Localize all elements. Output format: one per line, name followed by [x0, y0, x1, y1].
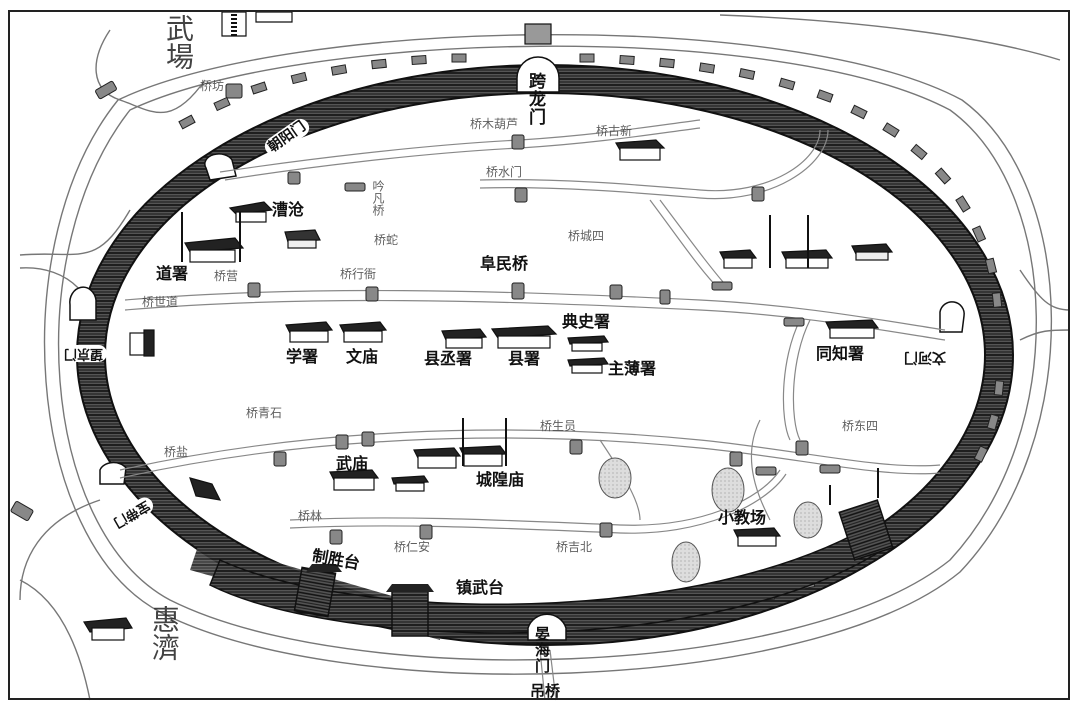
gate-label-east: 文河门	[900, 348, 950, 366]
note: 桥行衙	[340, 267, 377, 281]
label-xueshu: 学署	[286, 347, 319, 366]
label-wuchang: 武場	[162, 14, 195, 70]
label-xianchengshu: 县丞署	[424, 349, 473, 368]
note: 桥营	[214, 269, 239, 283]
label-zhenwutai: 镇武台	[456, 578, 505, 597]
note: 桥东四	[842, 419, 879, 433]
label-tongzhishu: 同知署	[816, 344, 865, 363]
gate-openings	[69, 56, 965, 641]
label-xianshu: 县署	[508, 349, 541, 368]
note: 桥仁安	[394, 540, 431, 554]
label-wumiao: 武庙	[336, 454, 369, 473]
note: 桥木葫芦	[470, 117, 519, 131]
note: 桥蛇	[374, 233, 399, 247]
gate-label-west: 望京门	[60, 345, 108, 362]
label-daoshu: 道署	[156, 264, 189, 283]
buildings	[82, 10, 894, 641]
note: 桥林	[298, 509, 323, 523]
label-diaoqiao: 吊桥	[530, 682, 561, 700]
ponds	[598, 457, 823, 583]
moat-lines	[19, 14, 1071, 701]
label-huiji: 惠濟	[148, 605, 181, 661]
note: 桥盐	[164, 445, 189, 459]
label-fumin-bridge: 阜民桥	[480, 254, 529, 273]
note: 桥吉北	[556, 540, 593, 554]
label-xiaojiaochang: 小教场	[718, 508, 767, 527]
label-wenmiao: 文庙	[346, 347, 379, 366]
label-dianshishu: 典史署	[562, 312, 611, 331]
note: 桥古新	[596, 124, 633, 138]
gate-label-north: 跨龙门	[525, 72, 545, 126]
label-caocang: 漕沧	[272, 200, 305, 219]
gate-label-south: 晏海门	[533, 626, 551, 674]
note: 桥坊	[200, 79, 225, 93]
note: 桥城四	[568, 229, 605, 243]
bridge-markers	[10, 80, 841, 545]
label-zhubushu: 主薄署	[608, 359, 657, 378]
note: 桥生员	[540, 419, 577, 433]
note: 桥青石	[246, 406, 283, 420]
note: 吟凡桥	[371, 180, 385, 216]
note: 桥水门	[486, 165, 523, 179]
note: 桥世道	[142, 295, 179, 309]
label-chenghuangmiao: 城隍庙	[476, 470, 525, 489]
flag-poles	[181, 212, 879, 505]
